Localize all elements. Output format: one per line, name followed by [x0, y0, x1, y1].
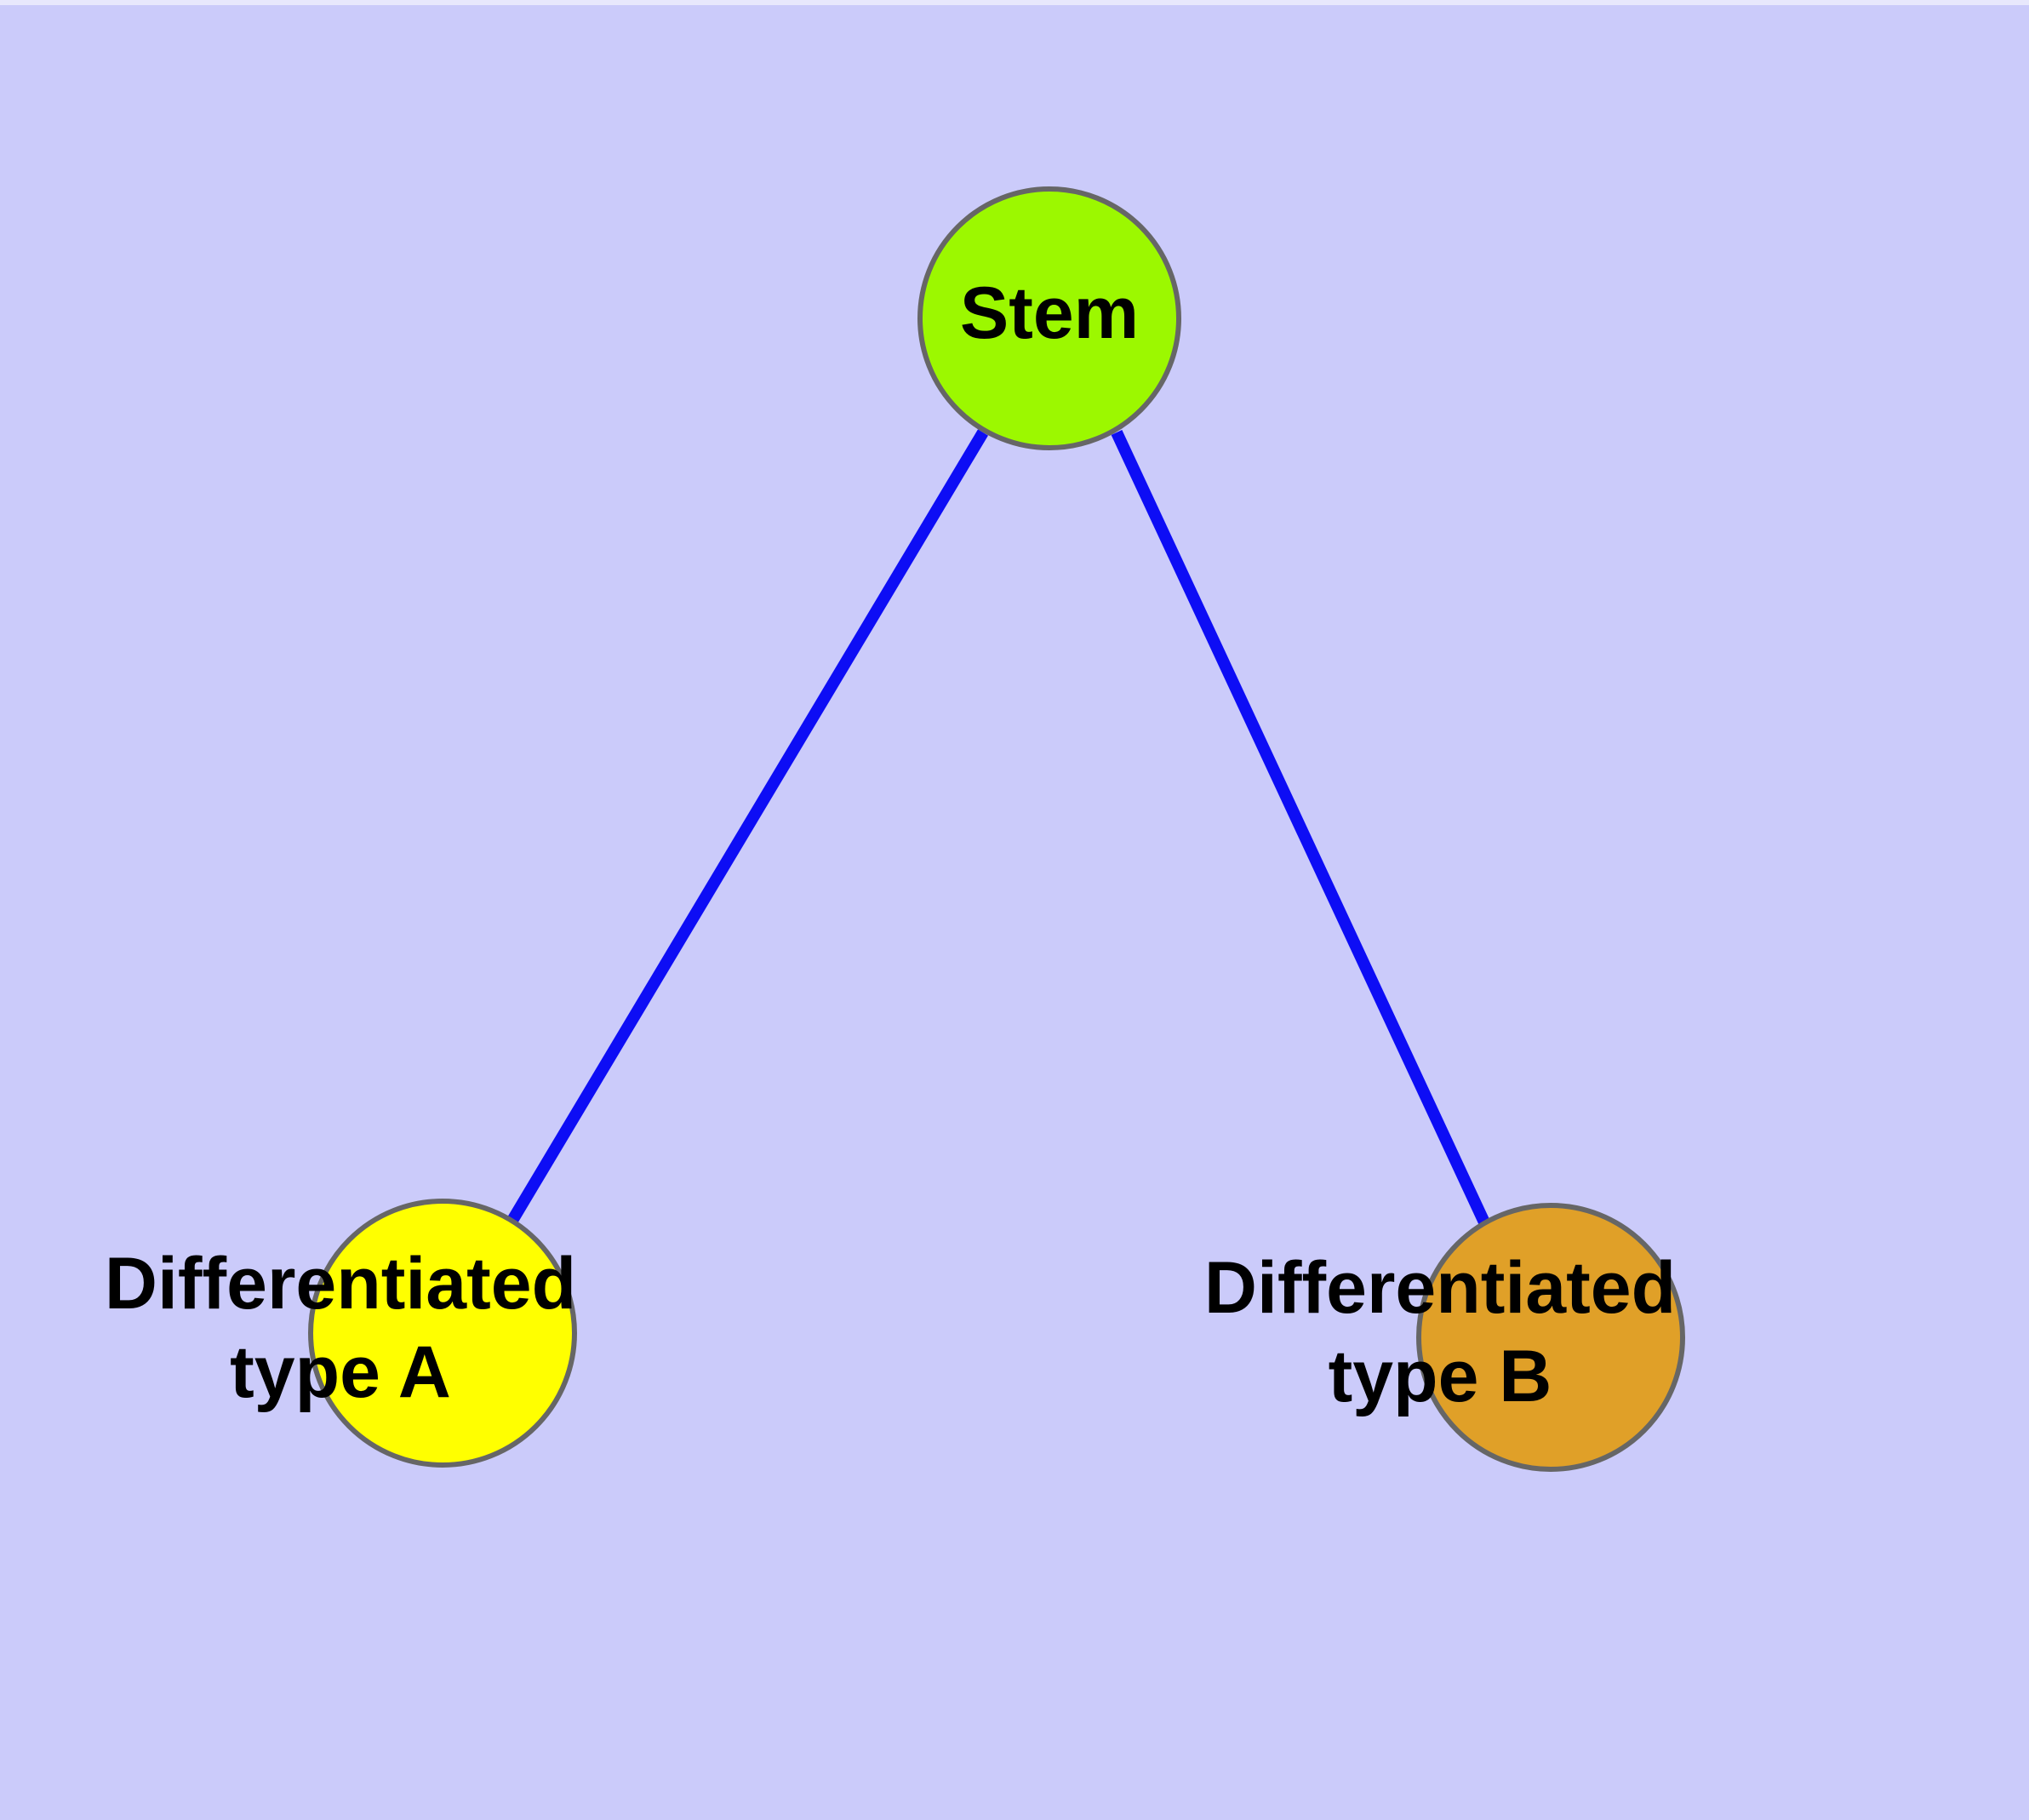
edge-layer	[507, 429, 1491, 1227]
node-layer	[308, 186, 1685, 1472]
edge-line	[507, 429, 989, 1222]
node-diff-a[interactable]	[308, 1199, 577, 1468]
node-label-line: type B	[1329, 1336, 1552, 1417]
edge-line	[1111, 430, 1491, 1227]
node-label-line: Differentiated	[105, 1243, 576, 1325]
node-label-line: Differentiated	[1204, 1247, 1676, 1329]
node-diff-b[interactable]	[1416, 1203, 1685, 1472]
node-label-line: Stem	[960, 272, 1139, 354]
node-circle-diff-b	[1416, 1203, 1685, 1472]
node-stem[interactable]	[917, 186, 1181, 450]
node-label-stem: Stem	[960, 272, 1139, 354]
edge-stem-to-diff-a[interactable]	[507, 429, 989, 1222]
edge-stem-to-diff-b[interactable]	[1111, 430, 1491, 1227]
node-circle-stem	[917, 186, 1181, 450]
node-circle-diff-a	[308, 1199, 577, 1468]
node-label-line: type A	[230, 1331, 451, 1413]
top-edge-strip	[0, 0, 2029, 5]
